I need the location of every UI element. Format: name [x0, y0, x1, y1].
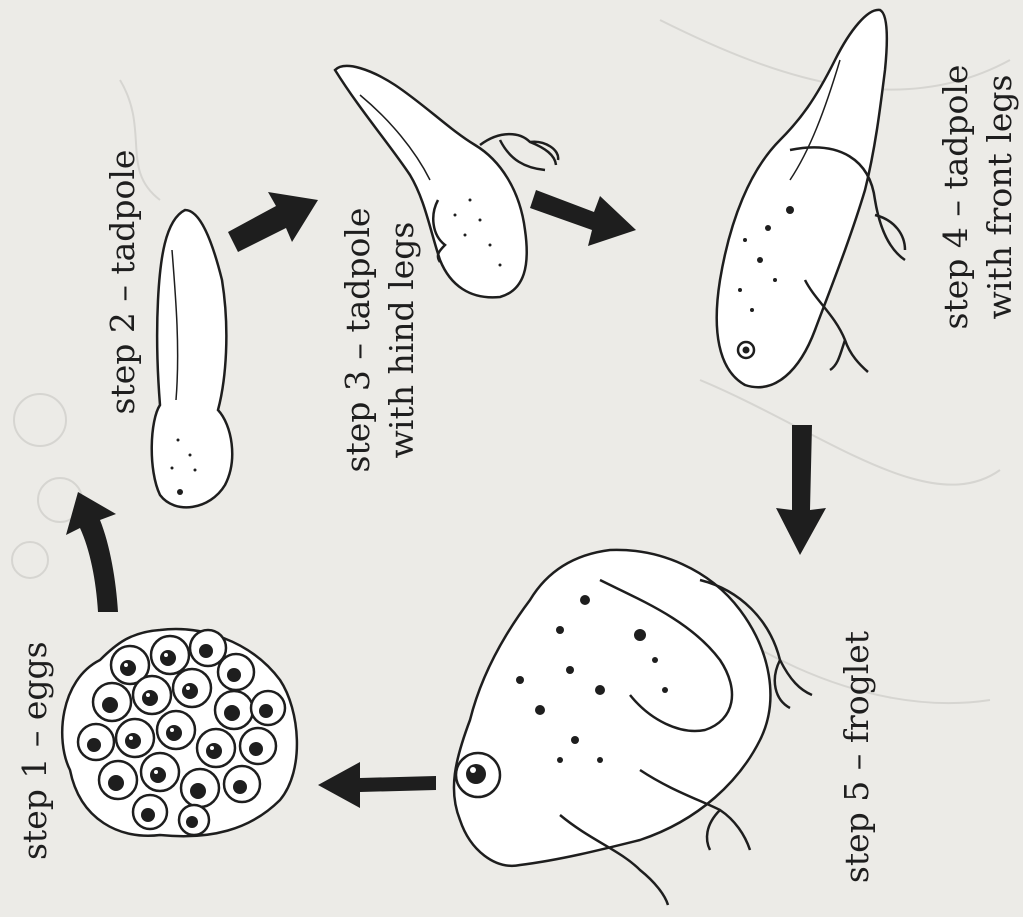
- eggs-cluster: [62, 629, 297, 836]
- label-step-3-line-2: with hind legs: [380, 190, 424, 490]
- label-step-4: step 4 – tadpole with front legs: [934, 47, 1022, 347]
- tadpole: [152, 210, 232, 507]
- label-step-4-line-2: with front legs: [978, 47, 1022, 347]
- arrow-froglet-to-eggs: [318, 762, 436, 808]
- label-step-3-line-1: step 3 – tadpole: [336, 190, 380, 490]
- label-step-2-line-1: step 2 – tadpole: [101, 142, 145, 422]
- froglet: [454, 550, 812, 905]
- label-step-1: step 1 – eggs: [13, 660, 57, 860]
- label-step-2: step 2 – tadpole: [101, 142, 145, 422]
- tadpole-with-front-legs: [717, 10, 905, 387]
- label-step-4-line-1: step 4 – tadpole: [934, 47, 978, 347]
- arrow-hind-legs-to-front-legs: [530, 190, 636, 246]
- label-step-5: step 5 – froglet: [835, 617, 879, 897]
- label-step-5-line-1: step 5 – froglet: [835, 617, 879, 897]
- arrow-eggs-to-tadpole: [66, 492, 118, 612]
- label-step-1-line-1: step 1 – eggs: [13, 660, 57, 860]
- arrow-tadpole-to-hind-legs: [228, 192, 318, 252]
- arrow-front-legs-to-froglet: [776, 425, 826, 555]
- label-step-3: step 3 – tadpole with hind legs: [336, 190, 424, 490]
